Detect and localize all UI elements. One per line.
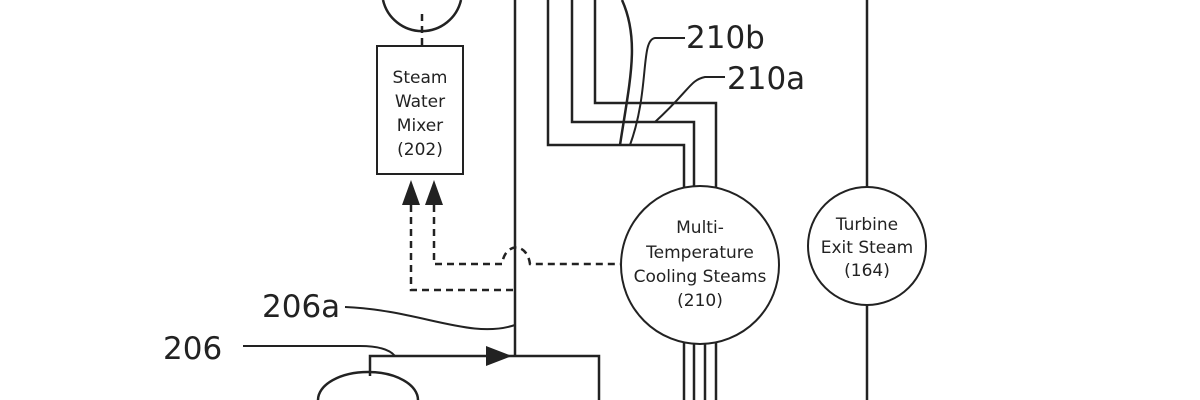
turbine-line-1: Turbine bbox=[835, 215, 898, 235]
pump-outlet-pipe bbox=[368, 354, 601, 400]
cooling-steams-node: Multi- Temperature Cooling Steams (210) bbox=[620, 185, 780, 345]
cooling-line-2: Temperature bbox=[645, 243, 754, 263]
cooling-line-4: (210) bbox=[677, 291, 723, 311]
steam-water-mixer: Steam Water Mixer (202) bbox=[376, 45, 464, 175]
flow-arrowhead bbox=[486, 346, 512, 366]
pipe-bundle-upper bbox=[546, 0, 718, 192]
ref-label-210b: 210b bbox=[686, 20, 765, 56]
turbine-exit-steam-node: Turbine Exit Steam (164) bbox=[807, 186, 927, 306]
cooling-line-1: Multi- bbox=[676, 218, 724, 238]
arrowhead-right bbox=[425, 180, 443, 205]
mixer-line-2: Water bbox=[395, 92, 445, 112]
ref-label-206a: 206a bbox=[262, 289, 340, 325]
pipe-bundle-lower bbox=[682, 338, 718, 400]
leader-206 bbox=[243, 345, 396, 357]
mixer-line-4: (202) bbox=[397, 140, 443, 160]
ref-label-206: 206 bbox=[163, 331, 222, 367]
dashed-return-outer bbox=[409, 205, 514, 292]
ref-label-210a: 210a bbox=[727, 61, 805, 97]
leader-210b bbox=[629, 37, 685, 146]
turbine-line-3: (164) bbox=[844, 261, 890, 281]
arrowhead-left bbox=[402, 180, 420, 205]
leader-206a bbox=[344, 306, 516, 331]
turbine-line-2: Exit Steam bbox=[821, 238, 914, 258]
leader-210a bbox=[654, 76, 725, 123]
pump-node-partial bbox=[316, 370, 420, 400]
cooling-line-3: Cooling Steams bbox=[634, 267, 767, 287]
mixer-line-3: Mixer bbox=[397, 116, 443, 136]
mixer-line-1: Steam bbox=[393, 68, 448, 88]
dashed-return-inner bbox=[432, 205, 620, 266]
